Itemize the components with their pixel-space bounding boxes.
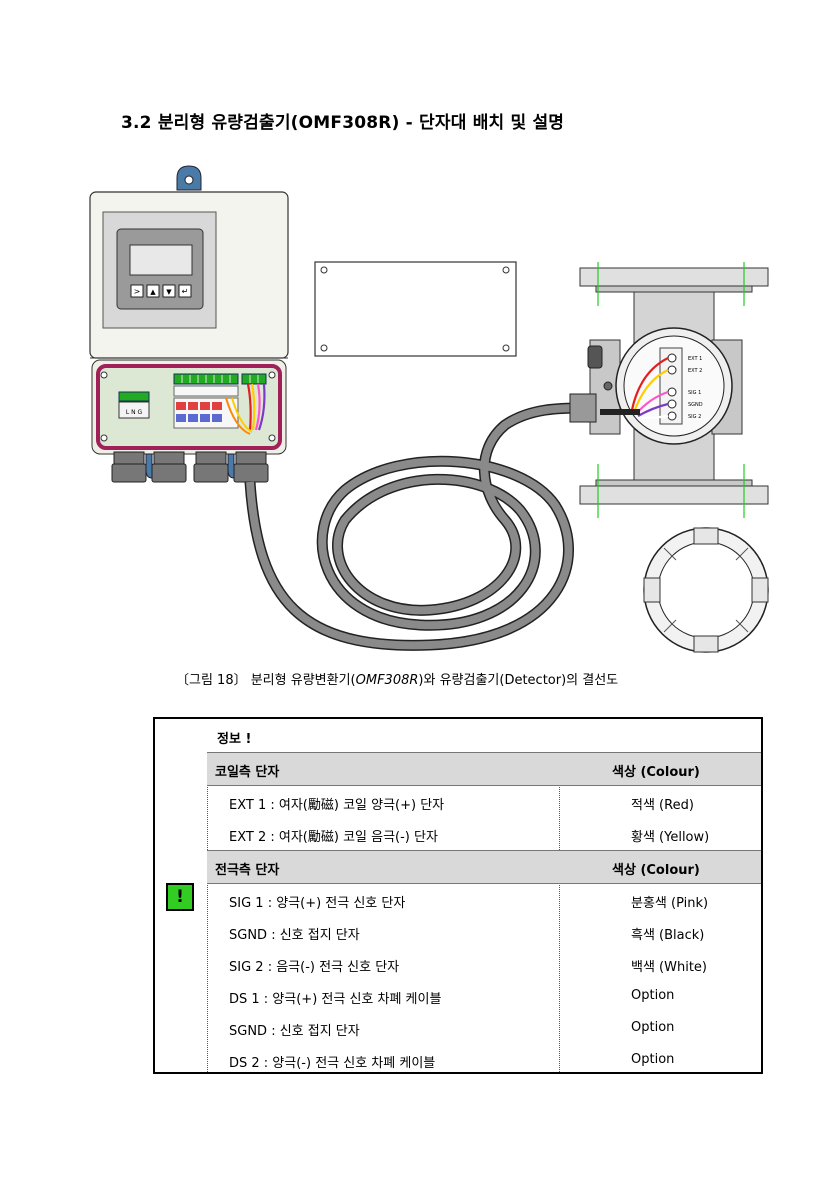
info-box: ! 정보 ! 코일측 단자 색상 (Colour) EXT 1 : 여자(勵磁)… bbox=[153, 717, 763, 1074]
table-row: SIG 2 : 음극(-) 전극 신호 단자 백색 (White) bbox=[207, 948, 761, 980]
section-header-coil: 코일측 단자 색상 (Colour) bbox=[207, 752, 761, 786]
terminal-label-sgnd: SGND bbox=[688, 402, 703, 408]
key-right: > bbox=[134, 287, 141, 296]
wire-colour: 흑색 (Black) bbox=[631, 928, 705, 943]
cable-coil bbox=[244, 402, 586, 651]
keypad: > ▲ ▼ ↵ bbox=[130, 284, 192, 298]
wire-colour: Option bbox=[631, 988, 675, 1003]
terminal-table: 코일측 단자 색상 (Colour) EXT 1 : 여자(勵磁) 코일 양극(… bbox=[207, 752, 761, 1076]
table-row: EXT 2 : 여자(勵磁) 코일 음극(-) 단자 황색 (Yellow) bbox=[207, 818, 761, 850]
key-up: ▲ bbox=[150, 288, 156, 296]
terminal-description: SIG 2 : 음극(-) 전극 신호 단자 bbox=[229, 960, 400, 975]
table-row: DS 2 : 양극(-) 전극 신호 차폐 케이블 Option bbox=[207, 1044, 761, 1076]
table-row: SGND : 신호 접지 단자 Option bbox=[207, 1012, 761, 1044]
wiring-diagram: > ▲ ▼ ↵ L N G bbox=[89, 165, 769, 653]
terminal-label-ext2: EXT 2 bbox=[688, 368, 702, 374]
table-row: EXT 1 : 여자(勵磁) 코일 양극(+) 단자 적색 (Red) bbox=[207, 786, 761, 818]
detector-cover bbox=[643, 527, 769, 653]
caption-prefix: 〔그림 18〕 분리형 유량변환기( bbox=[176, 673, 356, 688]
caption-suffix: )와 유량검출기(Detector)의 결선도 bbox=[418, 673, 619, 688]
colour-header: 색상 (Colour) bbox=[612, 863, 700, 878]
terminal-description: DS 2 : 양극(-) 전극 신호 차폐 케이블 bbox=[229, 1056, 436, 1071]
wire-colour: Option bbox=[631, 1052, 675, 1067]
terminal-label-ext1: EXT 1 bbox=[688, 356, 702, 362]
section-header-electrode: 전극측 단자 색상 (Colour) bbox=[207, 850, 761, 884]
terminal-description: SIG 1 : 양극(+) 전극 신호 단자 bbox=[229, 896, 406, 911]
section-header-label: 전극측 단자 bbox=[215, 863, 280, 878]
terminal-description: EXT 1 : 여자(勵磁) 코일 양극(+) 단자 bbox=[229, 798, 445, 813]
terminal-label-sig2: SIG 2 bbox=[688, 414, 701, 420]
wire-colour: 분홍색 (Pink) bbox=[631, 896, 709, 911]
converter-unit: > ▲ ▼ ↵ L N G bbox=[89, 165, 289, 483]
terminal-description: EXT 2 : 여자(勵磁) 코일 음극(-) 단자 bbox=[229, 830, 438, 845]
wire-colour: 황색 (Yellow) bbox=[631, 830, 710, 845]
wire-colour: Option bbox=[631, 1020, 675, 1035]
section-heading: 3.2 분리형 유량검출기(OMF308R) - 단자대 배치 및 설명 bbox=[121, 113, 565, 133]
terminal-description: SGND : 신호 접지 단자 bbox=[229, 1024, 360, 1039]
terminal-label-sig1: SIG 1 bbox=[688, 390, 701, 396]
section-header-label: 코일측 단자 bbox=[215, 765, 280, 780]
terminal-description: DS 1 : 양극(+) 전극 신호 차폐 케이블 bbox=[229, 992, 442, 1007]
exclamation-icon: ! bbox=[166, 883, 194, 911]
wire-colour: 백색 (White) bbox=[631, 960, 707, 975]
detector-unit: EXT 1 EXT 2 SIG 1 SGND SIG 2 bbox=[569, 262, 769, 518]
terminal-description: SGND : 신호 접지 단자 bbox=[229, 928, 360, 943]
caption-model: OMF308R bbox=[355, 673, 419, 688]
table-row: SIG 1 : 양극(+) 전극 신호 단자 분홍색 (Pink) bbox=[207, 884, 761, 916]
wire-colour: 적색 (Red) bbox=[631, 798, 694, 813]
figure-caption: 〔그림 18〕 분리형 유량변환기(OMF308R)와 유량검출기(Detect… bbox=[176, 669, 618, 688]
info-title: 정보 ! bbox=[217, 732, 252, 747]
colour-header: 색상 (Colour) bbox=[612, 765, 700, 780]
cover-plate bbox=[314, 261, 517, 357]
table-row: DS 1 : 양극(+) 전극 신호 차폐 케이블 Option bbox=[207, 980, 761, 1012]
power-terminal-label: L N G bbox=[126, 409, 143, 416]
table-row: SGND : 신호 접지 단자 흑색 (Black) bbox=[207, 916, 761, 948]
key-enter: ↵ bbox=[182, 287, 189, 296]
key-down: ▼ bbox=[166, 288, 172, 296]
